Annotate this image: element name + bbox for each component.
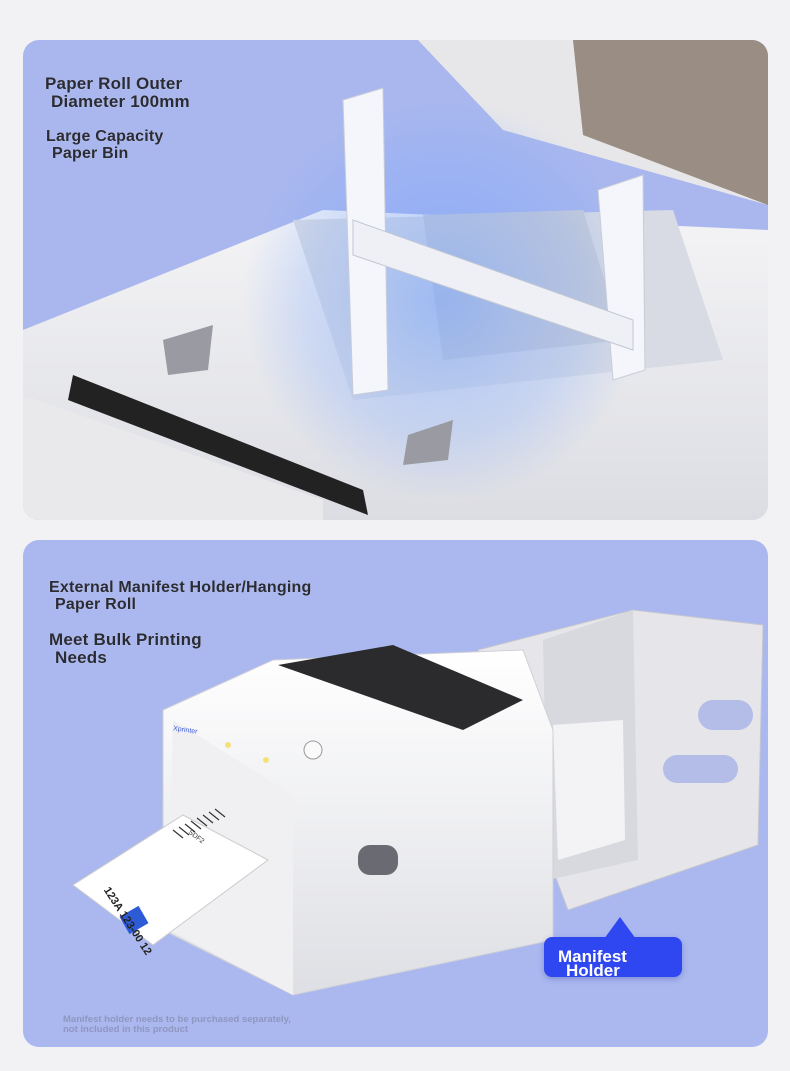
footnote-line1: Manifest holder needs to be purchased se… — [63, 1014, 291, 1025]
caption-external-holder-line2: Paper Roll — [55, 595, 137, 613]
paper-bin-photo-panel — [23, 40, 768, 520]
caption-roll-diameter-line2: Diameter 100mm — [51, 91, 190, 111]
badge-line2: Holder — [566, 961, 620, 980]
caption-large-bin-line2: Paper Bin — [52, 144, 129, 162]
caption-bulk-printing: Meet Bulk Printing Needs — [49, 631, 202, 667]
caption-external-holder-line1: External Manifest Holder/Hanging — [49, 579, 312, 596]
caption-bulk-printing-line2: Needs — [55, 647, 108, 667]
badge-line1: Manifest — [558, 947, 627, 966]
caption-bulk-printing-line1: Meet Bulk Printing — [49, 630, 202, 649]
printer-with-holder-illustration — [72, 609, 764, 996]
caption-large-bin-line1: Large Capacity — [46, 128, 164, 145]
paper-bin-illustration — [23, 40, 768, 520]
caption-roll-diameter: Paper Roll Outer Diameter 100mm — [45, 75, 190, 111]
manifest-holder-badge: Manifest Holder — [544, 917, 682, 980]
caption-roll-diameter-line1: Paper Roll Outer — [45, 74, 183, 93]
footnote-line2: not included in this product — [63, 1023, 189, 1035]
caption-external-holder: External Manifest Holder/Hanging Paper R… — [49, 579, 312, 614]
purchase-footnote: Manifest holder needs to be purchased se… — [63, 1015, 291, 1035]
caption-large-bin: Large Capacity Paper Bin — [46, 128, 164, 163]
